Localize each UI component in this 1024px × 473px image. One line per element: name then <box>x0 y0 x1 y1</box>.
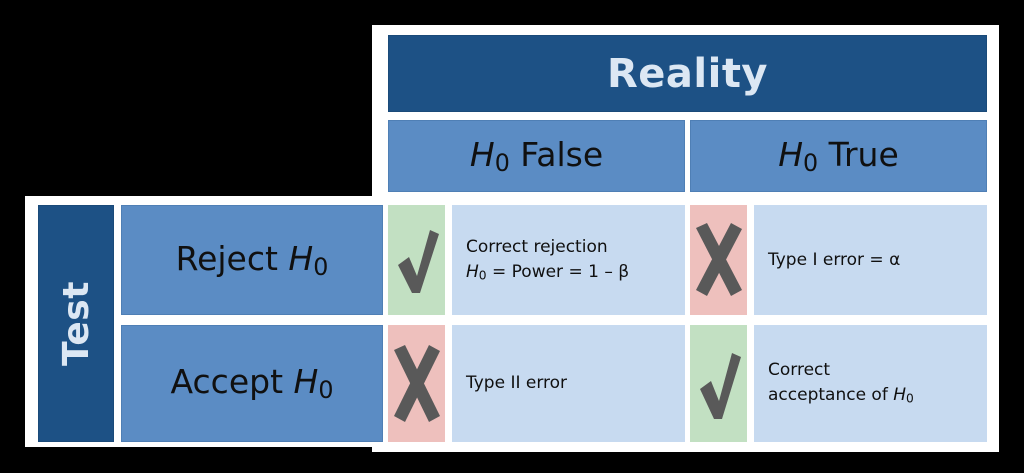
cell-line-1: Correct <box>768 360 831 381</box>
h-symbol: H <box>466 261 479 282</box>
row-header-prefix: Accept <box>170 362 294 402</box>
cell-line-1: Correct rejection <box>466 236 608 257</box>
cell-reject-h0-true-text: Type I error = α <box>768 249 901 270</box>
row-header-reject-h0: Reject H0 <box>121 205 383 315</box>
check-icon-swatch-reject-false <box>388 205 445 315</box>
h-symbol: H <box>293 362 319 402</box>
cell-accept-h0-false-text: Type II error <box>466 373 568 394</box>
cell-reject-h0-false: Correct rejection H0 = Power = 1 – β <box>452 205 685 315</box>
test-header: Test <box>38 205 114 442</box>
h-subscript: 0 <box>906 391 914 406</box>
h-symbol: H <box>288 238 314 278</box>
reality-header: Reality <box>388 35 987 112</box>
column-header-h0-false: H0 False <box>388 120 685 192</box>
column-header-suffix: False <box>509 134 604 174</box>
row-header-reject-label: Reject H0 <box>176 239 329 281</box>
cross-icon-swatch-reject-true <box>690 205 747 315</box>
row-header-prefix: Reject <box>175 238 289 278</box>
h-symbol: H <box>778 134 804 174</box>
h-subscript: 0 <box>478 268 487 283</box>
check-icon <box>699 352 741 419</box>
row-header-accept-h0: Accept H0 <box>121 325 383 442</box>
column-header-suffix: True <box>818 134 899 174</box>
cell-accept-h0-false: Type II error <box>452 325 685 442</box>
column-header-h0-false-label: H0 False <box>470 135 603 177</box>
reality-header-label: Reality <box>606 50 769 97</box>
cell-line-2: H0 = Power = 1 – β <box>466 261 630 283</box>
cell-reject-h0-true: Type I error = α <box>754 205 987 315</box>
cell-line-2-rest: = Power = 1 – β <box>486 261 630 282</box>
h-subscript: 0 <box>494 149 510 178</box>
cell-accept-h0-true-text: Correct acceptance of H0 <box>768 358 914 408</box>
h-subscript: 0 <box>803 149 819 178</box>
cell-reject-h0-false-text: Correct rejection H0 = Power = 1 – β <box>466 235 629 285</box>
check-icon <box>397 230 439 293</box>
cell-accept-h0-true: Correct acceptance of H0 <box>754 325 987 442</box>
h-subscript: 0 <box>313 253 329 282</box>
column-header-h0-true-label: H0 True <box>778 135 899 177</box>
column-header-h0-true: H0 True <box>690 120 987 192</box>
cross-icon <box>695 223 742 296</box>
h-subscript: 0 <box>318 376 334 405</box>
cross-icon <box>393 344 440 422</box>
cell-line-2-prefix: acceptance of <box>768 385 894 406</box>
h-symbol: H <box>469 134 495 174</box>
h-symbol: H <box>893 385 907 406</box>
check-icon-swatch-accept-true <box>690 325 747 442</box>
row-header-accept-label: Accept H0 <box>171 362 334 404</box>
test-header-label: Test <box>55 281 97 366</box>
cross-icon-swatch-accept-false <box>388 325 445 442</box>
cell-line-2: acceptance of H0 <box>768 385 914 406</box>
